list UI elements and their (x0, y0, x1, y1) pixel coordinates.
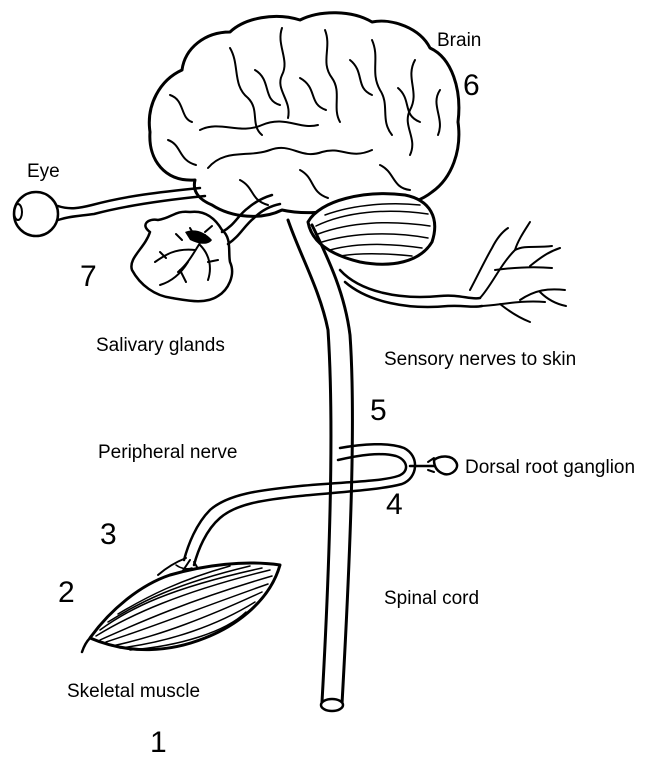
brain-label: Brain (437, 31, 481, 50)
number-6-label: 6 (463, 71, 480, 101)
number-2-label: 2 (58, 578, 75, 608)
eye-label: Eye (27, 162, 60, 181)
skeletal-muscle-label: Skeletal muscle (67, 682, 200, 701)
sensory-nerves-label: Sensory nerves to skin (384, 350, 576, 369)
number-5-label: 5 (370, 396, 387, 426)
dorsal-root-ganglion-label: Dorsal root ganglion (465, 458, 635, 477)
peripheral-nerve-label: Peripheral nerve (98, 443, 237, 462)
brain-illustration (149, 13, 459, 217)
number-7-label: 7 (80, 262, 97, 292)
number-3-label: 3 (100, 520, 117, 550)
spinal-cord-label: Spinal cord (384, 589, 479, 608)
salivary-glands-label: Salivary glands (96, 336, 225, 355)
skeletal-muscle-illustration (82, 563, 280, 652)
spinal-cord-illustration (288, 220, 352, 711)
number-1-label: 1 (150, 728, 167, 758)
number-4-label: 4 (386, 490, 403, 520)
